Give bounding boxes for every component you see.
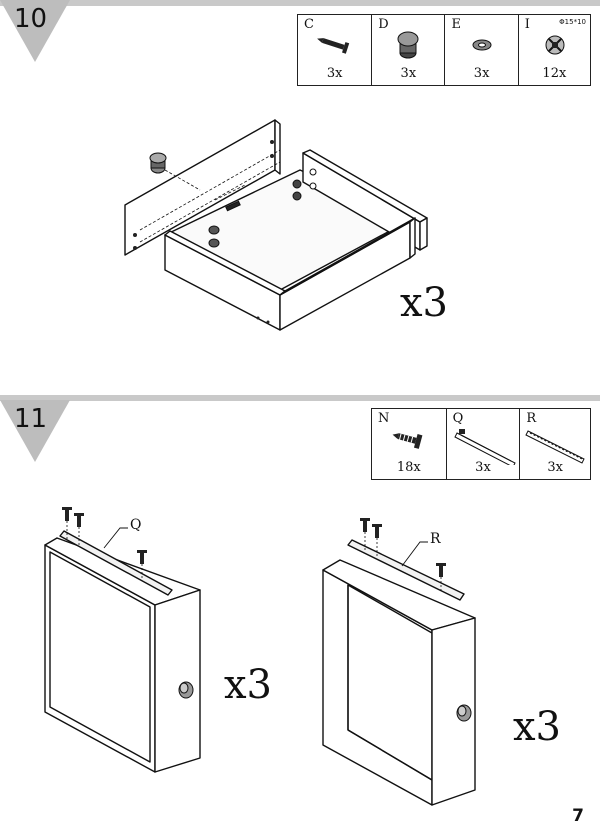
part-r-letter: R	[526, 411, 537, 426]
part-q-qty: 3x	[475, 460, 491, 475]
part-r-qty: 3x	[547, 460, 563, 475]
page-number: 7	[572, 806, 584, 826]
step-10-badge: 10	[0, 0, 80, 64]
part-i-cell: I Φ15*10 12x	[519, 15, 590, 85]
part-i-size-note: Φ15*10	[559, 18, 586, 26]
callout-r-label: R	[430, 531, 441, 547]
part-d-letter: D	[378, 17, 389, 32]
part-i-qty: 12x	[542, 66, 567, 81]
part-i-letter: I	[524, 17, 530, 32]
step-badge-triangle	[0, 0, 70, 62]
part-c-qty: 3x	[326, 66, 343, 81]
cam-lock-icon	[545, 35, 565, 55]
part-c-cell: C 3x	[298, 15, 373, 85]
step-11-parts-table: N 18x Q 3x R 3x	[371, 408, 591, 480]
top-separator-bar	[0, 0, 600, 6]
part-d-cell: D 3x	[372, 15, 446, 85]
part-c-letter: C	[304, 17, 314, 32]
cabinet-rail-icon	[525, 430, 585, 464]
part-n-qty: 18x	[396, 460, 421, 475]
part-q-letter: Q	[452, 411, 464, 426]
step-separator-bar	[0, 395, 600, 401]
part-e-cell: E 3x	[445, 15, 519, 85]
part-e-letter: E	[451, 17, 461, 32]
screw-icon	[392, 433, 423, 449]
step-11-number: 11	[14, 404, 48, 434]
step-10-drawer-assembly-drawing	[124, 119, 428, 331]
part-d-qty: 3x	[400, 66, 417, 81]
step-11-right-multiplier: x3	[513, 704, 562, 750]
step-11-badge: 11	[0, 400, 80, 464]
part-e-qty: 3x	[473, 66, 490, 81]
part-r-cell: R 3x	[520, 409, 590, 479]
step-10-multiplier: x3	[400, 280, 449, 326]
part-q-cell: Q 3x	[447, 409, 521, 479]
callout-q-label: Q	[130, 517, 142, 533]
step-11-left-multiplier: x3	[224, 662, 273, 708]
part-n-letter: N	[378, 411, 390, 426]
step-10-parts-table: C 3x D 3x E 3x I Φ15*10	[297, 14, 591, 86]
drawer-rail-icon	[453, 429, 516, 465]
screw-icon	[317, 38, 350, 54]
washer-icon	[472, 39, 492, 51]
step-badge-triangle	[0, 400, 70, 462]
step-10-number: 10	[14, 4, 48, 34]
knob-icon	[397, 31, 419, 59]
part-n-cell: N 18x	[372, 409, 447, 479]
